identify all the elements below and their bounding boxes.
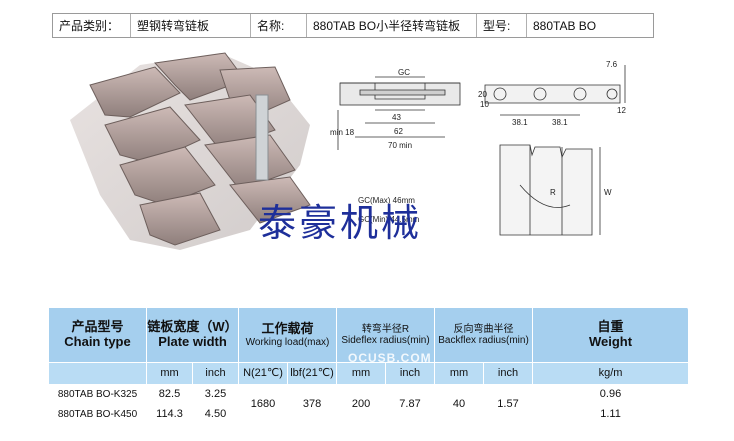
dim-r: R: [550, 188, 556, 197]
model-value: 880TAB BO: [533, 18, 597, 33]
dim-w: W: [604, 188, 612, 197]
dim-10: 10: [480, 100, 489, 109]
dim-pitch-2: 38.1: [552, 118, 568, 127]
brand-watermark: 泰豪机械: [258, 203, 423, 245]
dim-pitch-1: 38.1: [512, 118, 528, 127]
unit-back-mm: mm: [434, 362, 485, 385]
dim-43: 43: [392, 113, 401, 122]
load-n: 1680: [238, 384, 288, 425]
category-value: 塑钢转弯链板: [131, 14, 251, 37]
dim-7-6: 7.6: [606, 60, 618, 69]
dim-62: 62: [394, 127, 403, 136]
unit-side-mm: mm: [336, 362, 387, 385]
unit-mm: mm: [146, 362, 193, 385]
model-label: 型号:: [477, 14, 527, 37]
th-width: 链板宽度（W）Plate width: [146, 307, 239, 363]
product-info-bar: 产品类别： 塑钢转弯链板 名称: 880TAB BO小半径转弯链板 型号: 88…: [52, 13, 654, 38]
gc-min-label: GC(Min) 44.5mm: [358, 215, 420, 224]
gc-max-label: GC(Max) 46mm: [358, 196, 415, 205]
unit-blank: [48, 362, 147, 385]
unit-kgm: kg/m: [532, 362, 690, 385]
category-label: 产品类别：: [53, 14, 131, 37]
side-inch: 7.87: [385, 384, 436, 425]
name-label: 名称:: [251, 14, 307, 37]
load-lbf: 378: [286, 384, 338, 425]
unit-n: N(21℃): [238, 362, 288, 385]
back-inch: 1.57: [483, 384, 534, 425]
chain-product-photo: [70, 52, 311, 250]
unit-lbf: lbf(21℃): [286, 362, 338, 385]
unit-back-inch: inch: [483, 362, 534, 385]
name-value: 880TAB BO小半径转弯链板: [307, 14, 477, 37]
dim-70: 70 min: [388, 141, 412, 150]
dim-min18: min 18: [330, 128, 355, 137]
side-mm: 200: [336, 384, 387, 425]
dim-12: 12: [617, 106, 626, 115]
site-watermark: OCUSB.COM: [348, 351, 432, 365]
unit-side-inch: inch: [385, 362, 436, 385]
table-row: 880TAB BO-K325 82.5 3.25 1680 378 200 7.…: [48, 384, 690, 425]
table-row: 880TAB BO-K450 114.3 4.50 1.11: [48, 404, 690, 425]
technical-drawing: GC 43 62 70 min min 18 7.6 20 10 12 38.1…: [330, 60, 626, 236]
unit-inch: inch: [192, 362, 239, 385]
back-mm: 40: [434, 384, 485, 425]
dim-20: 20: [478, 90, 487, 99]
dim-gc: GC: [398, 68, 410, 77]
